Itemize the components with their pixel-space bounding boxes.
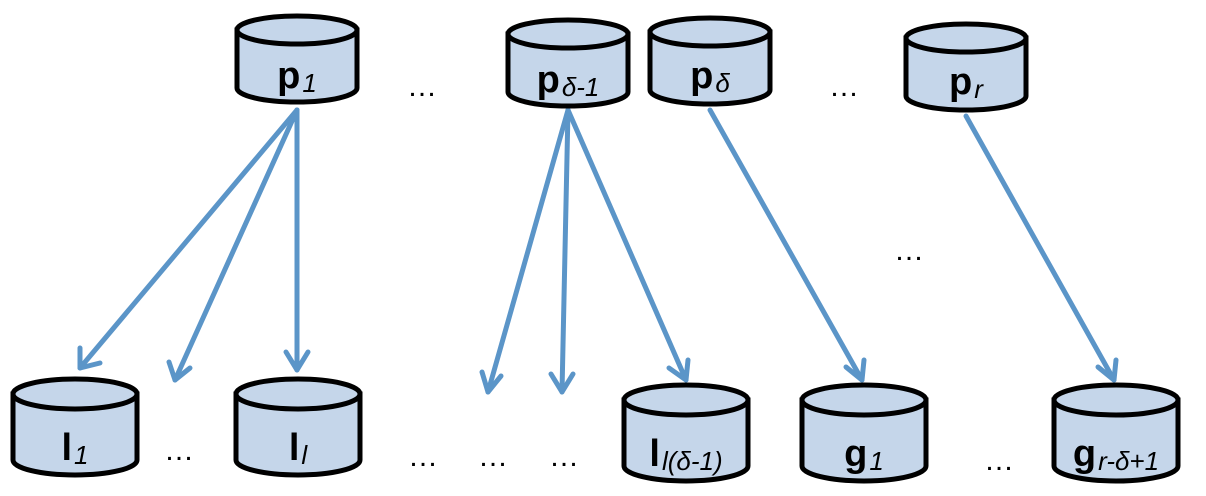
svg-text:l1: l1 [61, 427, 88, 470]
node-lldm1-sub: l(δ-1) [662, 446, 723, 476]
ellipsis-top-1: … [407, 70, 439, 103]
svg-text:pδ-1: pδ-1 [537, 59, 600, 102]
node-g-r-delta-plus-1: gr-δ+1 [1051, 382, 1181, 484]
node-pd-main: p [690, 55, 713, 97]
node-ll-sub: l [301, 440, 308, 470]
arrow-pdm1-to-dummy-2 [548, 107, 576, 395]
ellipses: … … … … … … … … [164, 70, 1016, 477]
node-l1-main: l [61, 427, 72, 469]
ellipsis-middle: … [894, 234, 926, 267]
node-l1: l1 [10, 376, 140, 478]
node-pr-main: p [949, 61, 972, 103]
node-p1-sub: 1 [302, 68, 316, 98]
node-p-delta-minus-1: pδ-1 [505, 17, 631, 109]
arrow-p1-to-l1 [77, 107, 300, 371]
node-lldm1-main: l [649, 433, 660, 475]
arrows [77, 107, 1119, 395]
arrow-pd-to-g1 [707, 107, 867, 383]
arrow-pdm1-to-dummy-1 [479, 107, 571, 395]
ellipsis-bottom-2: … [408, 440, 440, 473]
arrow-p1-to-l-l [283, 107, 311, 373]
node-l-l-delta-minus-1: ll(δ-1) [621, 382, 751, 484]
node-l-l: ll [233, 376, 363, 478]
node-pdm1-main: p [537, 59, 560, 101]
arrow-p1-to-dummy [166, 107, 300, 383]
node-ll-main: l [289, 427, 300, 469]
node-p1-main: p [277, 55, 300, 97]
svg-text:ll: ll [289, 427, 309, 470]
node-grdp1-main: g [1073, 433, 1096, 475]
ellipsis-bottom-3: … [478, 440, 510, 473]
svg-text:pr: pr [949, 61, 984, 104]
node-pr-sub: r [974, 74, 984, 104]
ellipsis-bottom-4: … [549, 440, 581, 473]
ellipsis-top-2: … [829, 70, 861, 103]
svg-text:g1: g1 [844, 433, 884, 476]
svg-text:gr-δ+1: gr-δ+1 [1073, 433, 1159, 476]
svg-text:pδ: pδ [690, 55, 730, 98]
ellipsis-bottom-5: … [984, 444, 1016, 477]
arrow-pr-to-g-rdp1 [963, 113, 1119, 383]
arrow-pdm1-to-l-ldm1 [565, 107, 691, 383]
svg-text:ll(δ-1): ll(δ-1) [649, 433, 722, 476]
node-grdp1-sub: r-δ+1 [1098, 446, 1159, 476]
node-g1: g1 [799, 382, 929, 484]
node-p-r: pr [903, 21, 1029, 113]
node-l1-sub: 1 [74, 440, 88, 470]
ellipsis-bottom-1: … [164, 434, 196, 467]
node-p1: p1 [234, 13, 360, 105]
node-pd-sub: δ [715, 68, 730, 98]
node-pdm1-sub: δ-1 [562, 72, 600, 102]
node-g1-main: g [844, 433, 867, 475]
node-g1-sub: 1 [869, 446, 883, 476]
svg-text:p1: p1 [277, 55, 317, 98]
node-p-delta: pδ [647, 15, 773, 107]
